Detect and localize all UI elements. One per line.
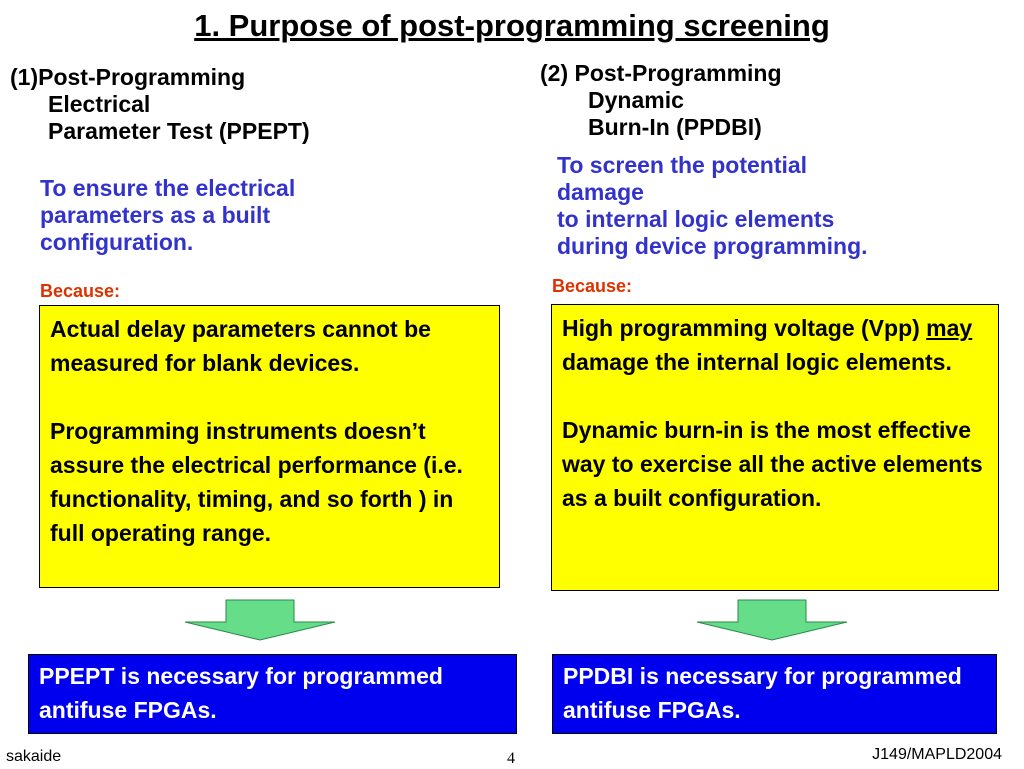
left-down-arrow-icon: [184, 599, 336, 641]
right-heading-line: Dynamic: [588, 87, 684, 113]
right-reason-1: High programming voltage (Vpp) may damag…: [562, 311, 988, 379]
right-purpose-line: to internal logic elements: [557, 206, 835, 232]
left-because-label: Because:: [40, 281, 121, 301]
right-heading-line: (2) Post-Programming: [540, 60, 782, 86]
right-purpose-line: during device programming.: [557, 233, 868, 259]
right-purpose: To screen the potential damage to intern…: [557, 152, 868, 260]
left-purpose-line: parameters as a built: [40, 202, 271, 228]
right-down-arrow-icon: [696, 599, 848, 641]
right-reasons-box: High programming voltage (Vpp) may damag…: [551, 304, 999, 591]
right-heading: (2) Post-Programming Dynamic Burn-In (PP…: [540, 60, 782, 141]
right-conclusion-box: PPDBI is necessary for programmed antifu…: [552, 654, 997, 734]
footer-reference: J149/MAPLD2004: [872, 746, 1002, 763]
left-heading-line: (1)Post-Programming: [10, 64, 246, 90]
left-heading-line: Electrical: [48, 91, 151, 117]
right-purpose-line: damage: [557, 179, 644, 205]
left-heading: (1)Post-Programming Electrical Parameter…: [10, 64, 310, 145]
page-number: 4: [507, 750, 515, 767]
right-reason-1-emphasis: may: [926, 315, 973, 341]
left-purpose-line: To ensure the electrical: [40, 175, 296, 201]
left-conclusion-text: PPEPT is necessary for programmed antifu…: [39, 663, 443, 723]
left-reason-2: Programming instruments doesn’t assure t…: [50, 418, 463, 546]
right-conclusion-text: PPDBI is necessary for programmed antifu…: [563, 663, 962, 723]
left-purpose: To ensure the electrical parameters as a…: [40, 175, 295, 256]
slide-title: 1. Purpose of post-programming screening: [194, 8, 830, 43]
left-reasons-box: Actual delay parameters cannot be measur…: [39, 305, 500, 588]
left-heading-line: Parameter Test (PPEPT): [48, 118, 310, 144]
left-purpose-line: configuration.: [40, 229, 194, 255]
left-reason-1: Actual delay parameters cannot be measur…: [50, 316, 431, 376]
right-reason-1-after: damage the internal logic elements.: [562, 349, 952, 375]
left-conclusion-box: PPEPT is necessary for programmed antifu…: [28, 654, 517, 734]
footer-author: sakaide: [6, 748, 62, 765]
right-reason-1-before: High programming voltage (Vpp): [562, 315, 927, 341]
right-heading-line: Burn-In (PPDBI): [588, 114, 762, 140]
right-reason-2: Dynamic burn-in is the most effective wa…: [562, 417, 983, 511]
right-because-label: Because:: [552, 276, 633, 296]
right-purpose-line: To screen the potential: [557, 152, 808, 178]
